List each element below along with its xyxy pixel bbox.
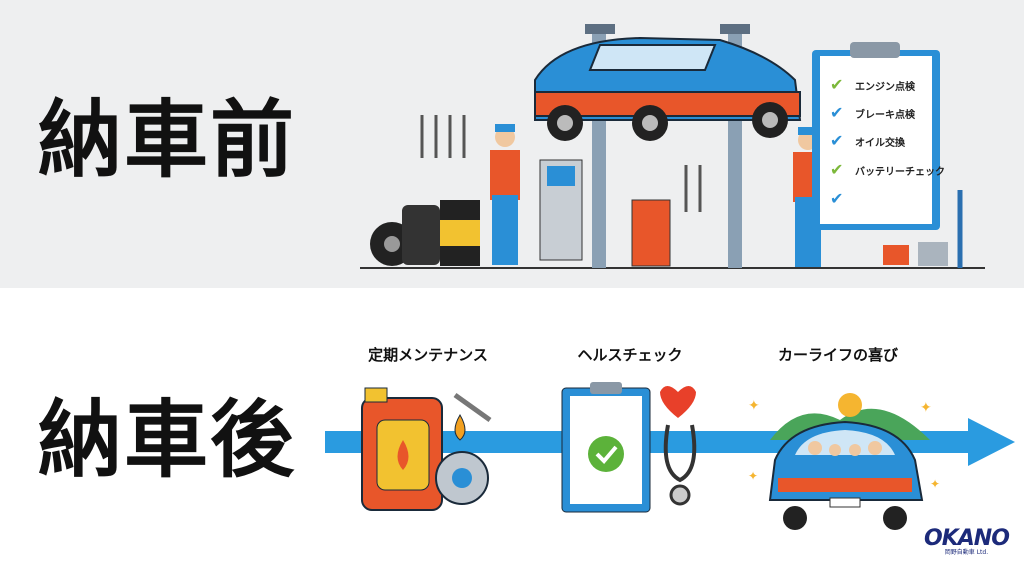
car-life-illustration: ✦ ✦ ✦ ✦ — [748, 393, 940, 530]
svg-text:✦: ✦ — [920, 400, 932, 416]
okano-logo: OKANO 岡野自動車 Ltd. — [924, 526, 1010, 556]
step-label-car-life: カーライフの喜び — [777, 346, 899, 364]
svg-text:✦: ✦ — [748, 469, 758, 483]
checkmarks: ✔ ✔ ✔ ✔ ✔ — [830, 75, 843, 208]
logo-sub: 岡野自動車 Ltd. — [944, 549, 989, 556]
checklist-item: オイル交換 — [855, 138, 905, 149]
health-check-illustration — [561, 382, 697, 513]
svg-text:✔: ✔ — [830, 189, 843, 208]
logo-name: OKANO — [924, 526, 1010, 551]
step-label-health-check: ヘルスチェック — [577, 346, 683, 364]
svg-text:✔: ✔ — [830, 103, 843, 122]
car-lift-illustration — [360, 24, 985, 269]
checklist-item: バッテリーチェック — [855, 167, 945, 178]
svg-text:✔: ✔ — [830, 131, 843, 150]
maintenance-illustration — [361, 387, 492, 511]
step-label-maintenance: 定期メンテナンス — [368, 346, 488, 364]
checklist-item: エンジン点検 — [855, 82, 915, 93]
svg-text:✔: ✔ — [830, 160, 843, 179]
svg-text:✔: ✔ — [830, 75, 843, 94]
after-title: 納車後 — [38, 391, 297, 489]
svg-text:✦: ✦ — [748, 398, 760, 414]
checklist-item: ブレーキ点検 — [855, 110, 915, 121]
before-title: 納車前 — [38, 91, 297, 189]
svg-text:✦: ✦ — [930, 477, 940, 491]
